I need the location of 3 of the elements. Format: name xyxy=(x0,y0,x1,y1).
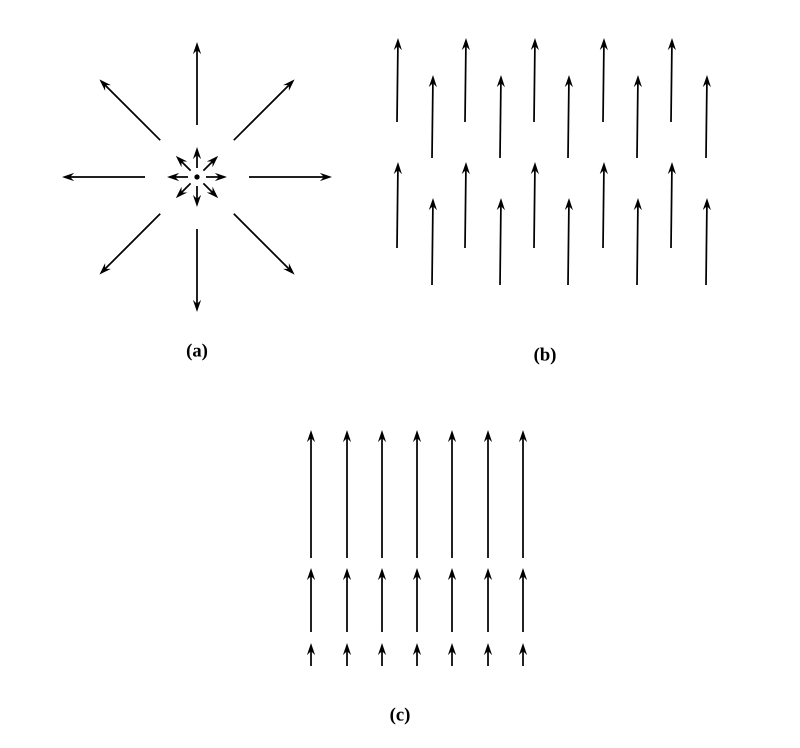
panel-label: (a) xyxy=(186,344,208,360)
panel-label: (b) xyxy=(534,348,556,364)
panel-label: (c) xyxy=(390,708,410,724)
